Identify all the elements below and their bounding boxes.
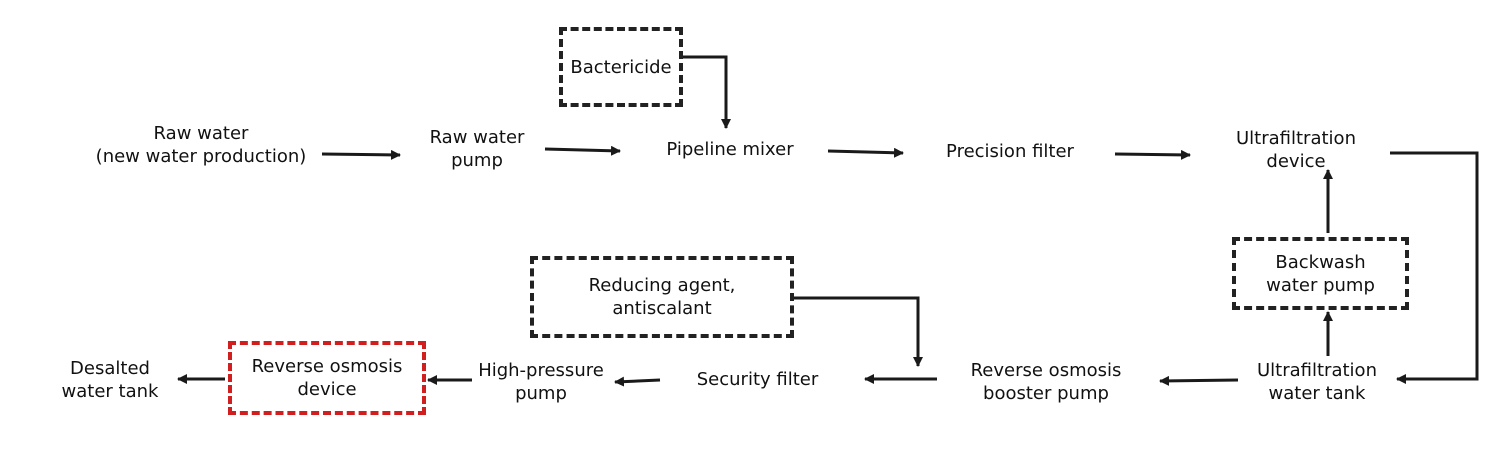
node-label: Ultrafiltration — [1257, 360, 1377, 381]
node-label: pump — [451, 150, 503, 171]
node-label: Bactericide — [570, 56, 672, 78]
node-label: Pipeline mixer — [666, 138, 794, 160]
node-reducing-agent: Reducing agent, antiscalant — [530, 256, 794, 338]
node-label: antiscalant — [612, 298, 712, 319]
node-ultrafiltration-tank: Ultrafiltration water tank — [1238, 356, 1396, 408]
node-label: water pump — [1266, 274, 1375, 296]
arrow-tank-to-booster — [1159, 375, 1239, 386]
node-ro-device: Reverse osmosis device — [228, 341, 426, 415]
arrow-precision-to-uf — [1114, 149, 1191, 160]
node-precision-filter: Precision filter — [920, 136, 1100, 166]
node-label: Desalted — [70, 358, 150, 379]
node-high-pressure-pump: High-pressure pump — [470, 356, 612, 408]
node-label: device — [297, 379, 357, 400]
node-label: Ultrafiltration — [1236, 128, 1356, 149]
node-security-filter: Security filter — [675, 364, 840, 394]
node-raw-water-pump: Raw water pump — [415, 122, 539, 176]
node-label: Backwash — [1275, 251, 1366, 273]
node-pipeline-mixer: Pipeline mixer — [632, 134, 828, 164]
node-label: High-pressure — [478, 360, 604, 381]
arrow-raw-to-pump — [321, 149, 401, 160]
node-label: Reducing agent, — [588, 275, 736, 296]
node-label: Raw water — [429, 127, 525, 148]
arrow-bactericide-to-mixer — [683, 55, 731, 129]
node-label: Reverse osmosis — [251, 356, 403, 377]
arrow-reducing-to-line — [794, 296, 923, 367]
node-label: water tank — [1268, 383, 1366, 404]
node-label: water tank — [61, 381, 159, 402]
node-label: (new water production) — [95, 146, 307, 167]
node-label: Security filter — [696, 368, 819, 390]
node-bactericide: Bactericide — [559, 27, 683, 107]
arrow-security-to-hp — [614, 376, 661, 387]
node-ro-booster-pump: Reverse osmosis booster pump — [950, 356, 1142, 408]
node-raw-water: Raw water (new water production) — [80, 118, 322, 172]
node-label: pump — [515, 383, 567, 404]
node-desalted-tank: Desalted water tank — [45, 354, 175, 406]
node-backwash-pump: Backwash water pump — [1232, 237, 1409, 310]
arrow-mixer-to-precision — [827, 147, 904, 158]
node-label: Precision filter — [946, 140, 1074, 162]
node-label: booster pump — [983, 383, 1109, 404]
arrow-pump-to-mixer — [544, 145, 621, 156]
node-ultrafiltration-device: Ultrafiltration device — [1205, 123, 1387, 177]
arrow-uf-to-tank — [1390, 151, 1479, 384]
node-label: device — [1266, 151, 1326, 172]
node-label: Reverse osmosis — [970, 360, 1122, 381]
node-label: Raw water — [153, 123, 249, 144]
